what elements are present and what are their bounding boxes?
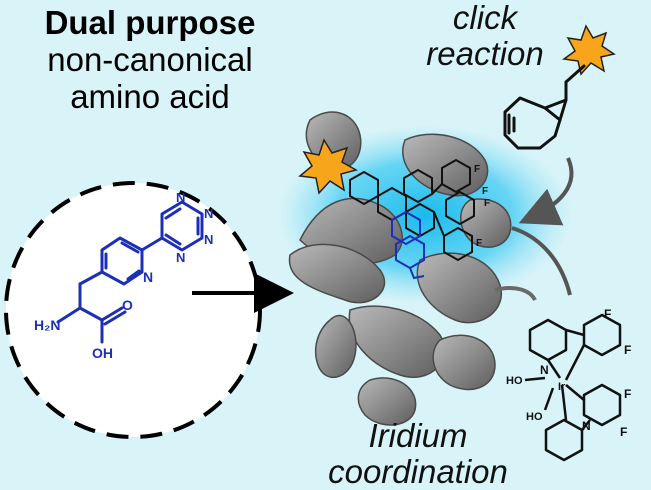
protein-f3-label: F [484, 198, 490, 209]
tetrazine-n4-label: N [176, 250, 185, 265]
tetrazine-n2-label: N [204, 206, 213, 221]
tetrazine-n1-label: N [176, 190, 185, 205]
protein-f1-label: F [474, 164, 480, 175]
complex-f1-label: F [604, 307, 611, 321]
complex-f3-label: F [624, 387, 631, 401]
complex-n2-label: N [582, 419, 591, 433]
pyridine-n-label: N [143, 269, 153, 285]
amine-label: H₂N [34, 317, 60, 333]
carbonyl-o-label: O [122, 297, 133, 313]
complex-n1-label: N [540, 363, 549, 377]
tetrazine-n3-label: N [204, 232, 213, 247]
complex-ho2-label: HO [526, 411, 543, 423]
complex-f2-label: F [624, 343, 631, 357]
protein-f2-label: F [482, 186, 488, 197]
complex-ho1-label: HO [506, 375, 523, 387]
complex-ir-label: Ir [558, 381, 566, 393]
protein-f4-label: F [476, 238, 482, 249]
hydroxyl-label: OH [92, 345, 113, 361]
complex-f4-label: F [620, 425, 627, 439]
